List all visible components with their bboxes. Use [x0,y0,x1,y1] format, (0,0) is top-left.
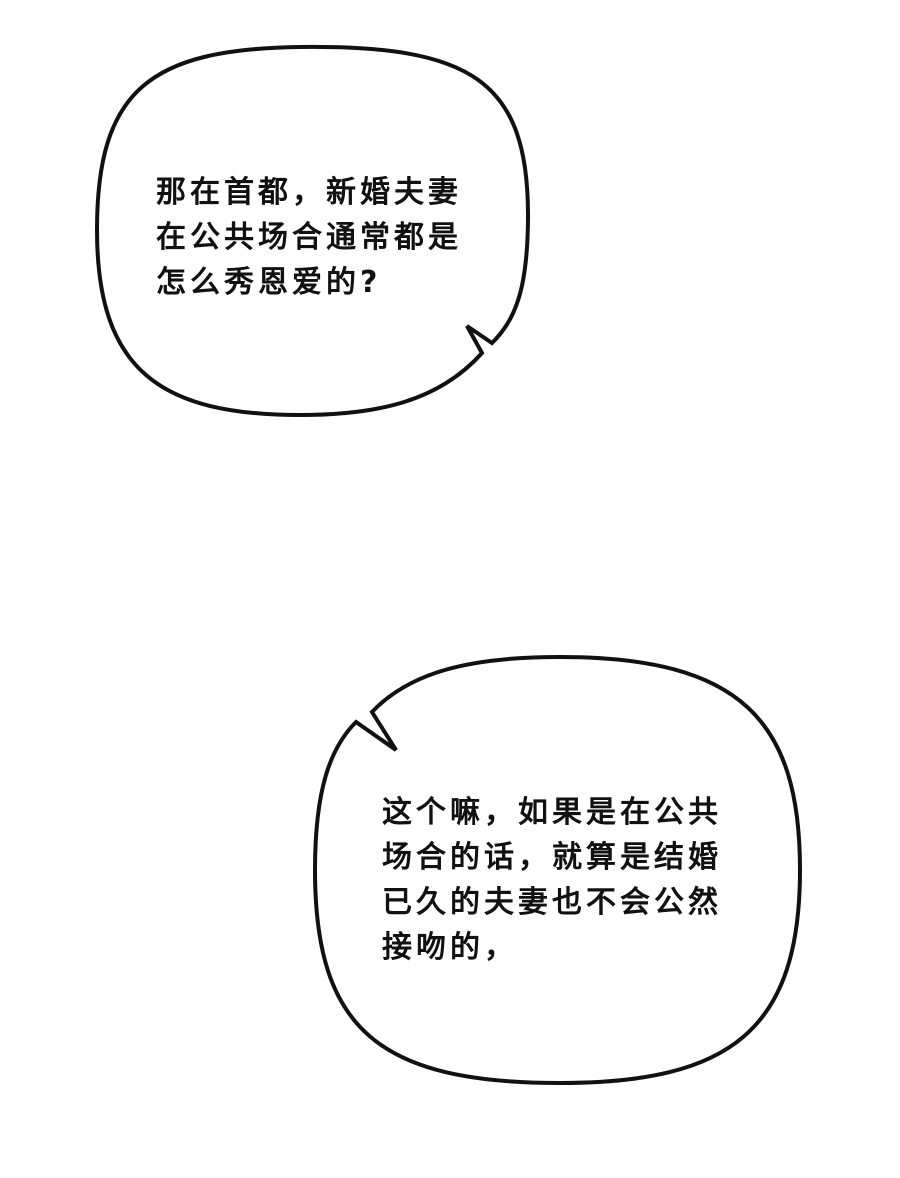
bubble-line: 这个嘛，如果是在公共 [382,795,722,830]
bubble-line: 场合的话，就算是结婚 [382,840,722,875]
speech-bubble-1-outline [94,44,531,418]
bubble-line: 那在首都，新婚夫妻 [156,175,462,210]
speech-bubble-1-text: 那在首都，新婚夫妻 在公共场合通常都是 怎么秀恩爱的? [156,170,462,305]
bubble-line: 在公共场合通常都是 [156,220,462,255]
bubble-line: 怎么秀恩爱的? [156,265,382,300]
bubble-line: 接吻的， [382,930,518,965]
bubble-line: 已久的夫妻也不会公然 [382,885,722,920]
speech-bubble-2-outline [312,654,803,1086]
speech-bubble-2-text: 这个嘛，如果是在公共 场合的话，就算是结婚 已久的夫妻也不会公然 接吻的， [382,790,722,970]
